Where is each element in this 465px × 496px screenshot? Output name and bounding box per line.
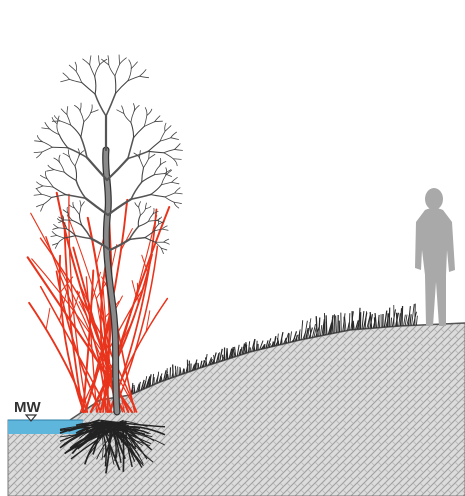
person-silhouette-icon <box>415 188 455 326</box>
water-level-label: MW <box>14 399 41 416</box>
willow-shoots <box>28 193 170 412</box>
